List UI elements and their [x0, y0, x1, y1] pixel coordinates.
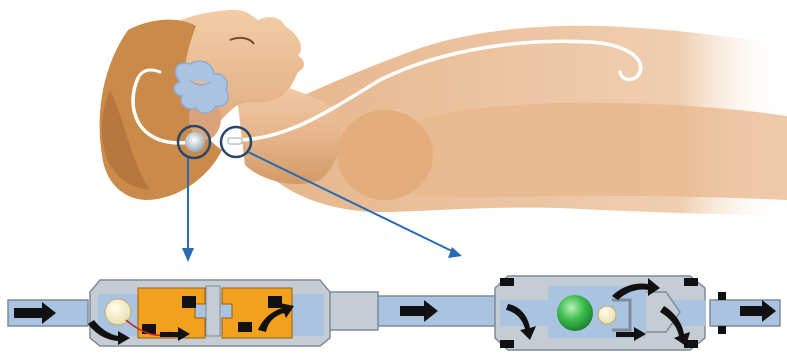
valve-block-dark-4 [238, 322, 252, 332]
valve-reservoir [185, 132, 205, 152]
pointer-arrowhead-left [182, 248, 194, 262]
valve-post [206, 286, 220, 336]
check-ball-right [557, 295, 593, 331]
pointer-arrowhead-right [448, 247, 462, 258]
clip-bottom-left [500, 340, 514, 348]
shoulder [337, 110, 433, 200]
seat-ball [598, 306, 616, 324]
valve-block-dark-1 [182, 296, 196, 308]
valve-block-dark-2 [268, 296, 282, 308]
person-figure [100, 10, 787, 215]
clip-top-right [684, 278, 698, 286]
in-line-valve [228, 138, 242, 144]
clip-far-right-bottom [718, 326, 726, 334]
clip-top-left [500, 278, 514, 286]
clip-far-right-top [718, 292, 726, 300]
arm [399, 103, 787, 200]
